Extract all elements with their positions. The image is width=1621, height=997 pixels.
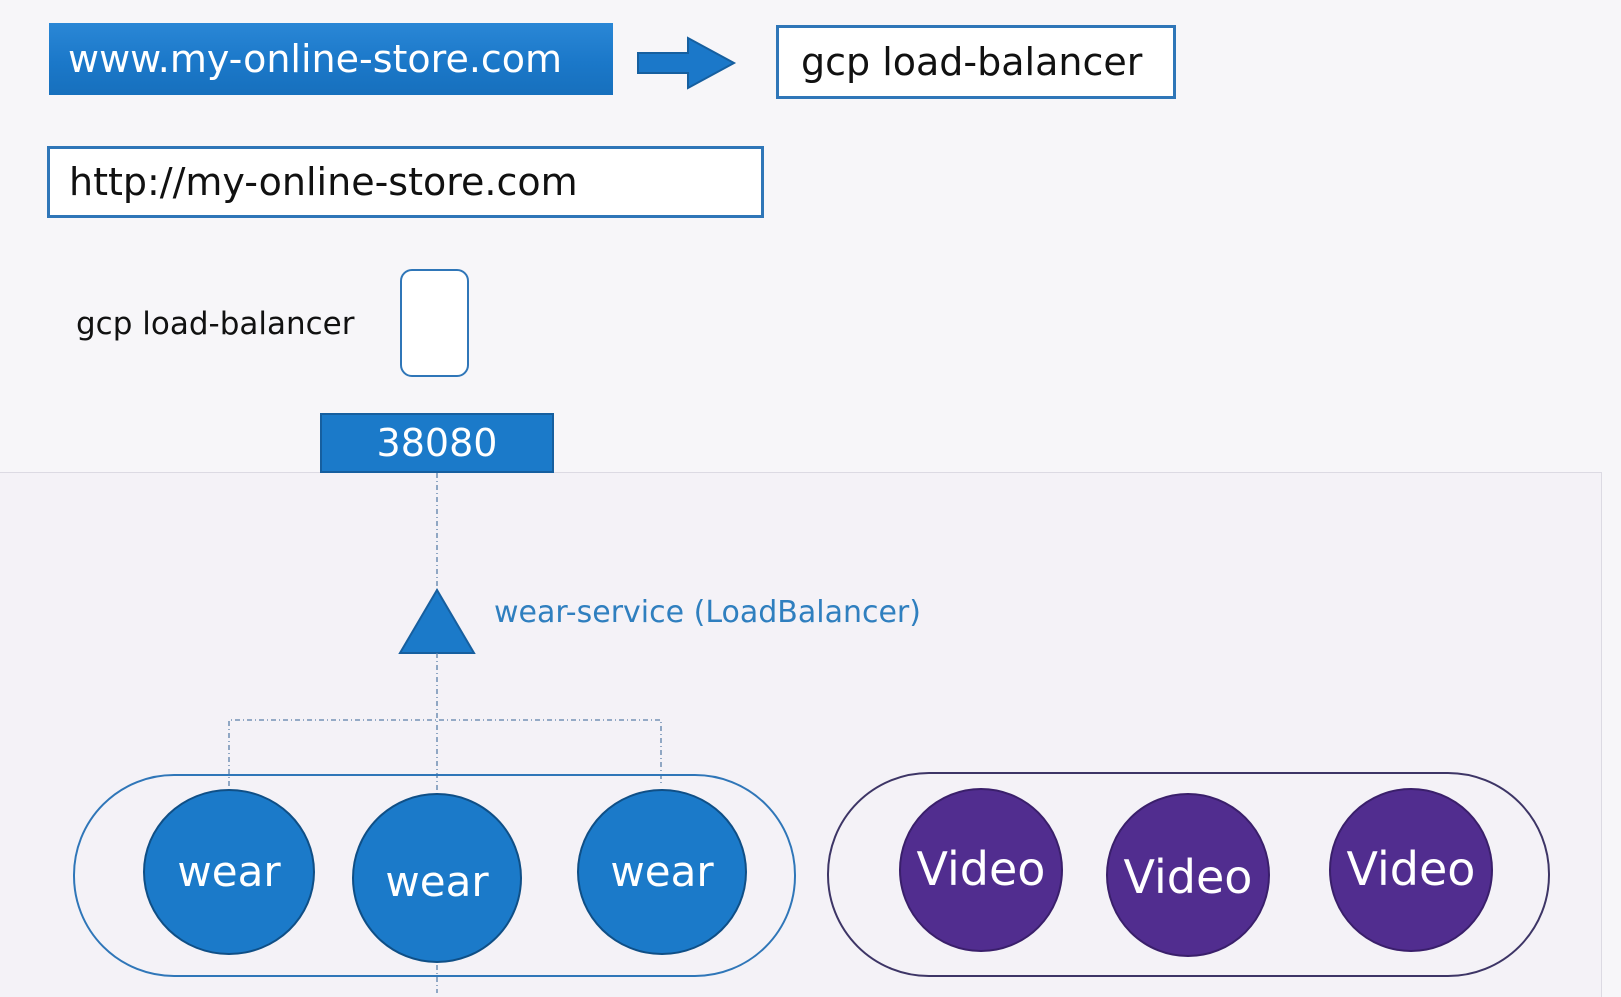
wear-pod: wear [143, 789, 315, 955]
pod-branch-connector [228, 719, 662, 786]
right-arrow-icon [637, 36, 737, 90]
load-balancer-node [400, 269, 469, 377]
domain-url-banner: www.my-online-store.com [49, 23, 613, 95]
service-label: wear-service (LoadBalancer) [494, 595, 921, 630]
wear-pod: wear [352, 793, 522, 963]
service-triangle-icon [398, 588, 476, 654]
http-url-box: http://my-online-store.com [47, 146, 764, 218]
video-pod: Video [1329, 788, 1493, 952]
gcp-load-balancer-box: gcp load-balancer [776, 25, 1176, 99]
wear-pod: wear [577, 789, 747, 955]
load-balancer-label: gcp load-balancer [76, 306, 355, 342]
video-pod: Video [1106, 793, 1270, 957]
node-port-box: 38080 [320, 413, 554, 473]
video-pod: Video [899, 788, 1063, 952]
video-pod-group [827, 772, 1550, 977]
wear-pod-group [73, 774, 796, 977]
